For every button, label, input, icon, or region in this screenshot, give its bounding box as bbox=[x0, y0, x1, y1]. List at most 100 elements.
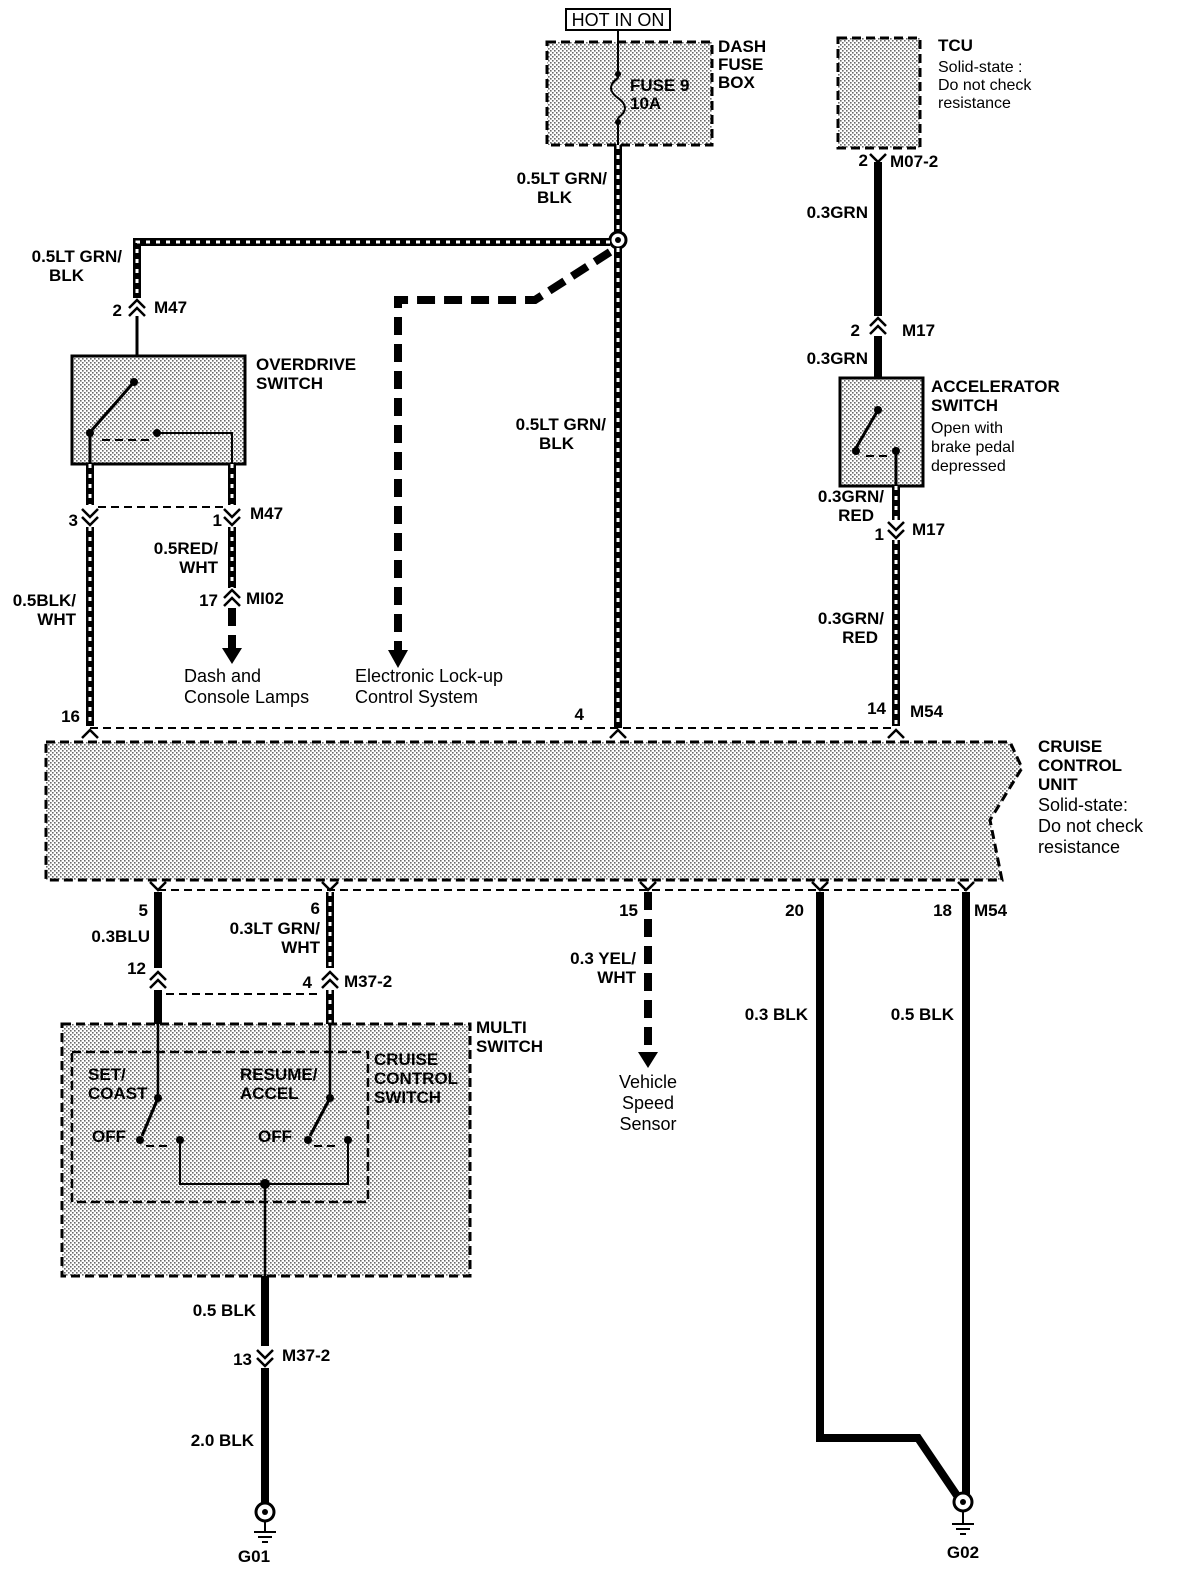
cruise-unit-label-3: UNIT bbox=[1038, 775, 1078, 794]
pin-label: 14 bbox=[867, 699, 886, 718]
connector-label: M37-2 bbox=[282, 1346, 330, 1365]
connector-label: M47 bbox=[154, 298, 187, 317]
pin-label: 4 bbox=[303, 973, 313, 992]
pin-label: 1 bbox=[875, 525, 884, 544]
ground-label-g01: G01 bbox=[238, 1547, 270, 1566]
tcu-note-3: resistance bbox=[938, 95, 1011, 112]
overdrive-label: OVERDRIVE bbox=[256, 355, 356, 374]
cruise-unit-note-2: Do not check bbox=[1038, 816, 1144, 836]
connector-label: M47 bbox=[250, 504, 283, 523]
wire-label-acc-out: 0.3GRN/ bbox=[818, 487, 884, 506]
destination-lockup-2: Control System bbox=[355, 687, 478, 707]
connector-m17-top: 2 M17 bbox=[851, 316, 935, 340]
overdrive-switch: OVERDRIVE SWITCH bbox=[70, 354, 356, 466]
destination-vss: Vehicle bbox=[619, 1072, 677, 1092]
wire-label-cu4-2: BLK bbox=[539, 434, 575, 453]
wire-label-cu4: 0.5LT GRN/ bbox=[516, 415, 607, 434]
wire-label-pin5: 0.3BLU bbox=[91, 927, 150, 946]
wire-label-ms-out: 0.5 BLK bbox=[193, 1301, 257, 1320]
cruise-switch-label: CRUISE bbox=[374, 1050, 438, 1069]
pin-label: 4 bbox=[575, 705, 585, 724]
wire-label-pin18: 0.5 BLK bbox=[891, 1005, 955, 1024]
pin-label: 1 bbox=[213, 511, 222, 530]
tcu: TCU Solid-state : Do not check resistanc… bbox=[836, 36, 1032, 150]
multi-switch: MULTI SWITCH CRUISE CONTROL SWITCH SET/ … bbox=[60, 1018, 543, 1278]
connector-label: M37-2 bbox=[344, 972, 392, 991]
ground-icon-g01: G01 bbox=[238, 1501, 276, 1566]
ground-label-g02: G02 bbox=[947, 1543, 979, 1562]
cruise-switch-label-2: CONTROL bbox=[374, 1069, 458, 1088]
wire-label-fuse-out: 0.5LT GRN/ bbox=[517, 169, 608, 188]
pin-label: 15 bbox=[619, 901, 638, 920]
cruise-unit-label-2: CONTROL bbox=[1038, 756, 1122, 775]
connector-label: M07-2 bbox=[890, 152, 938, 171]
pin-label: 5 bbox=[139, 901, 148, 920]
resume-accel-label-2: ACCEL bbox=[240, 1084, 299, 1103]
pin-label: 3 bbox=[69, 511, 78, 530]
off-label-set: OFF bbox=[92, 1127, 126, 1146]
cruise-unit-note: Solid-state: bbox=[1038, 795, 1128, 815]
destination-dash-lamps-2: Console Lamps bbox=[184, 687, 309, 707]
pin-label: 2 bbox=[859, 151, 868, 170]
arrow-icon bbox=[638, 1052, 658, 1068]
accelerator-switch: ACCELERATOR SWITCH Open with brake pedal… bbox=[838, 376, 1060, 488]
connector-m37-top: 12 4 M37-2 bbox=[127, 959, 392, 995]
cruise-control-unit: 16 4 14 M54 CRUISE CONTROL UNIT Solid-st… bbox=[44, 699, 1144, 892]
connector-label: M17 bbox=[912, 520, 945, 539]
off-label-resume: OFF bbox=[258, 1127, 292, 1146]
dash-fuse-box: FUSE 9 10A DASH FUSE BOX bbox=[545, 30, 766, 147]
fuse-icon bbox=[610, 77, 626, 119]
accelerator-label-2: SWITCH bbox=[931, 396, 998, 415]
connector-mi02: 17 MI02 bbox=[199, 588, 284, 610]
pin-label: 20 bbox=[785, 901, 804, 920]
destination-dash-lamps: Dash and bbox=[184, 666, 261, 686]
destination-lockup: Electronic Lock-up bbox=[355, 666, 503, 686]
accelerator-note-2: brake pedal bbox=[931, 439, 1015, 456]
fuse-box-label-1: DASH bbox=[718, 37, 766, 56]
connector-m17-bottom: 1 M17 bbox=[875, 520, 946, 544]
wire-label-pin6-2: WHT bbox=[281, 938, 320, 957]
fuse-box-label-3: BOX bbox=[718, 73, 756, 92]
destination-vss-3: Sensor bbox=[619, 1114, 676, 1134]
wire-label-tcu-out: 0.3GRN bbox=[807, 203, 868, 222]
pin-label: 6 bbox=[311, 899, 320, 918]
wire-label-od-red-2: WHT bbox=[179, 558, 218, 577]
pin-label: 13 bbox=[233, 1350, 252, 1369]
wire-label-cu14: 0.3GRN/ bbox=[818, 609, 884, 628]
connector-m47-top: 2 M47 bbox=[113, 298, 188, 320]
connector-label: M54 bbox=[974, 901, 1008, 920]
wire-label-od-blk: 0.5BLK/ bbox=[13, 591, 77, 610]
fuse-rating: 10A bbox=[630, 94, 661, 113]
destination-vss-2: Speed bbox=[622, 1093, 674, 1113]
wire-label-fuse-out-2: BLK bbox=[537, 188, 573, 207]
pin-label: 2 bbox=[851, 321, 860, 340]
tcu-note-2: Do not check bbox=[938, 77, 1032, 94]
arrow-icon bbox=[388, 650, 408, 668]
pin-label: 2 bbox=[113, 301, 122, 320]
cruise-unit-note-3: resistance bbox=[1038, 837, 1120, 857]
pin-label: 12 bbox=[127, 959, 146, 978]
power-source: HOT IN ON bbox=[565, 8, 671, 31]
connector-label: M54 bbox=[910, 702, 944, 721]
cruise-unit-label: CRUISE bbox=[1038, 737, 1102, 756]
cruise-switch-label-3: SWITCH bbox=[374, 1088, 441, 1107]
wire-label-acc-out-2: RED bbox=[838, 506, 874, 525]
connector-m07: 2 M07-2 bbox=[859, 151, 939, 171]
fuse-name: FUSE 9 bbox=[630, 76, 690, 95]
tcu-label: TCU bbox=[938, 36, 973, 55]
wire-label-pin15-2: WHT bbox=[597, 968, 636, 987]
multi-switch-label: MULTI bbox=[476, 1018, 527, 1037]
fuse-box-label-2: FUSE bbox=[718, 55, 763, 74]
tcu-note: Solid-state : bbox=[938, 59, 1022, 76]
pin-label: 18 bbox=[933, 901, 952, 920]
multi-switch-label-2: SWITCH bbox=[476, 1037, 543, 1056]
connector-label: MI02 bbox=[246, 589, 284, 608]
wire-label-od-blk-2: WHT bbox=[37, 610, 76, 629]
pin-label: 17 bbox=[199, 591, 218, 610]
accelerator-note-3: depressed bbox=[931, 458, 1006, 475]
wire-label-od-red: 0.5RED/ bbox=[154, 539, 219, 558]
arrow-icon bbox=[222, 648, 242, 664]
pin-label: 16 bbox=[61, 707, 80, 726]
connector-label: M17 bbox=[902, 321, 935, 340]
